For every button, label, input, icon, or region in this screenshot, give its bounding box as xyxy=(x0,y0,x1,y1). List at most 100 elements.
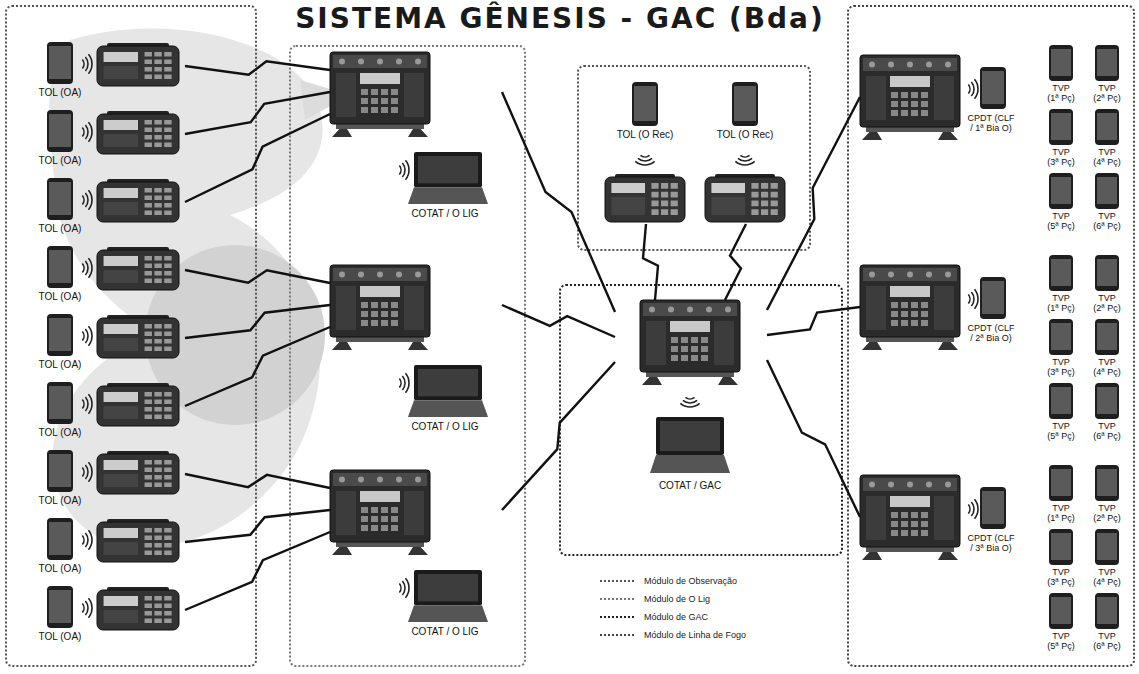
radio-knob xyxy=(888,62,894,68)
radio-key xyxy=(371,320,378,326)
recon-observer-station: TOL (O Rec) xyxy=(600,82,692,224)
radio-top-panel xyxy=(863,58,957,71)
radio-key xyxy=(671,183,678,189)
phone-screen xyxy=(1097,323,1117,350)
radio-key xyxy=(164,604,171,609)
device-label: TOL (OA) xyxy=(35,427,85,439)
radio-body xyxy=(97,590,179,630)
radio-key xyxy=(154,264,161,269)
phone-body xyxy=(47,382,73,424)
radio-side-panel xyxy=(336,491,356,535)
radio-knob xyxy=(907,482,913,488)
gun-terminal: TVP (6ª Pç) xyxy=(1086,173,1130,235)
radio-side-panel xyxy=(934,76,954,120)
radio-body xyxy=(605,177,685,222)
radio-key xyxy=(381,302,388,308)
radio-key xyxy=(145,528,152,533)
radio-key xyxy=(164,143,171,148)
device-figure xyxy=(330,265,500,440)
phone-body xyxy=(980,277,1006,319)
radio-link xyxy=(725,224,746,300)
radio-key xyxy=(391,98,398,104)
radio-key xyxy=(681,355,688,361)
phone-body xyxy=(47,450,73,492)
radio-key xyxy=(145,135,152,140)
radio-key xyxy=(145,611,152,616)
legend-sample xyxy=(600,613,636,621)
wireless-waves xyxy=(88,598,92,617)
device-label: TVP (4ª Pç) xyxy=(1086,357,1128,378)
radio-side-panel xyxy=(336,286,356,330)
device-label: TVP (3ª Pç) xyxy=(1040,357,1082,378)
radio-display xyxy=(104,120,138,130)
phone-body xyxy=(980,487,1006,529)
observer-station: TOL (OA) xyxy=(35,110,185,170)
wireless-waves xyxy=(735,161,754,165)
observer-station: TOL (OA) xyxy=(35,178,185,238)
observer-station: TOL (OA) xyxy=(35,450,185,510)
phone-screen xyxy=(49,318,71,351)
radio-speaker xyxy=(104,406,138,419)
radio-link xyxy=(502,92,615,312)
laptop-base xyxy=(650,455,730,473)
phone-body xyxy=(1095,319,1119,355)
radio-key xyxy=(154,536,161,541)
radio-key xyxy=(361,525,368,531)
radio-knob xyxy=(415,272,421,278)
legend-dotted-line xyxy=(600,616,636,618)
radio-knob xyxy=(377,272,383,278)
fire-direction-station: CPDT (CLF / 1ª Bia O) xyxy=(860,55,1034,145)
radio-key xyxy=(164,60,171,65)
phone-body xyxy=(980,67,1006,109)
device-label: TOL (OA) xyxy=(35,87,85,99)
radio-key xyxy=(154,256,161,261)
legend-text: Módulo de Observação xyxy=(644,576,737,586)
device-label: TOL (OA) xyxy=(35,563,85,575)
radio-key xyxy=(671,355,678,361)
radio-key xyxy=(361,302,368,308)
wireless-waves xyxy=(88,326,92,345)
radio-speaker xyxy=(611,197,645,215)
phone-body xyxy=(47,246,73,288)
radio-speaker xyxy=(104,474,138,487)
radio-key xyxy=(371,311,378,317)
liaison-station: COTAT / O LIG xyxy=(330,470,502,645)
radio-key xyxy=(761,192,768,198)
radio-key xyxy=(164,332,171,337)
radio-key xyxy=(154,400,161,405)
device-label: COTAT / O LIG xyxy=(390,626,500,638)
radio-key xyxy=(145,211,152,216)
radio-key xyxy=(145,324,152,329)
phone-screen xyxy=(1097,597,1117,624)
radio-key xyxy=(911,530,918,536)
device-label: TOL (OA) xyxy=(35,359,85,371)
device-label: TVP (6ª Pç) xyxy=(1086,421,1128,442)
device-label: TVP (3ª Pç) xyxy=(1040,567,1082,588)
radio-key xyxy=(921,521,928,527)
radio-key xyxy=(154,279,161,284)
radio-key xyxy=(145,120,152,125)
wireless-waves xyxy=(971,292,974,306)
gun-terminal: TVP (4ª Pç) xyxy=(1086,109,1130,171)
wireless-waves xyxy=(85,193,88,207)
radio-key xyxy=(164,611,171,616)
device-label: TVP (1ª Pç) xyxy=(1040,293,1082,314)
phone-body xyxy=(47,314,73,356)
phone-body xyxy=(1095,109,1119,145)
wireless-waves xyxy=(402,581,405,595)
radio-key xyxy=(671,346,678,352)
device-label: TOL (O Rec) xyxy=(700,129,790,141)
radio-body xyxy=(330,52,430,124)
wireless-waves xyxy=(88,394,92,413)
radio-key xyxy=(921,530,928,536)
wireless-waves xyxy=(85,57,88,71)
olig-module xyxy=(290,46,525,666)
radio-key xyxy=(921,110,928,116)
radio-key xyxy=(751,209,758,215)
radio-key xyxy=(361,98,368,104)
radio-key xyxy=(154,75,161,80)
radio-key xyxy=(911,311,918,317)
phone-screen xyxy=(982,491,1004,524)
phone-body xyxy=(1049,109,1073,145)
radio-key xyxy=(381,507,388,513)
